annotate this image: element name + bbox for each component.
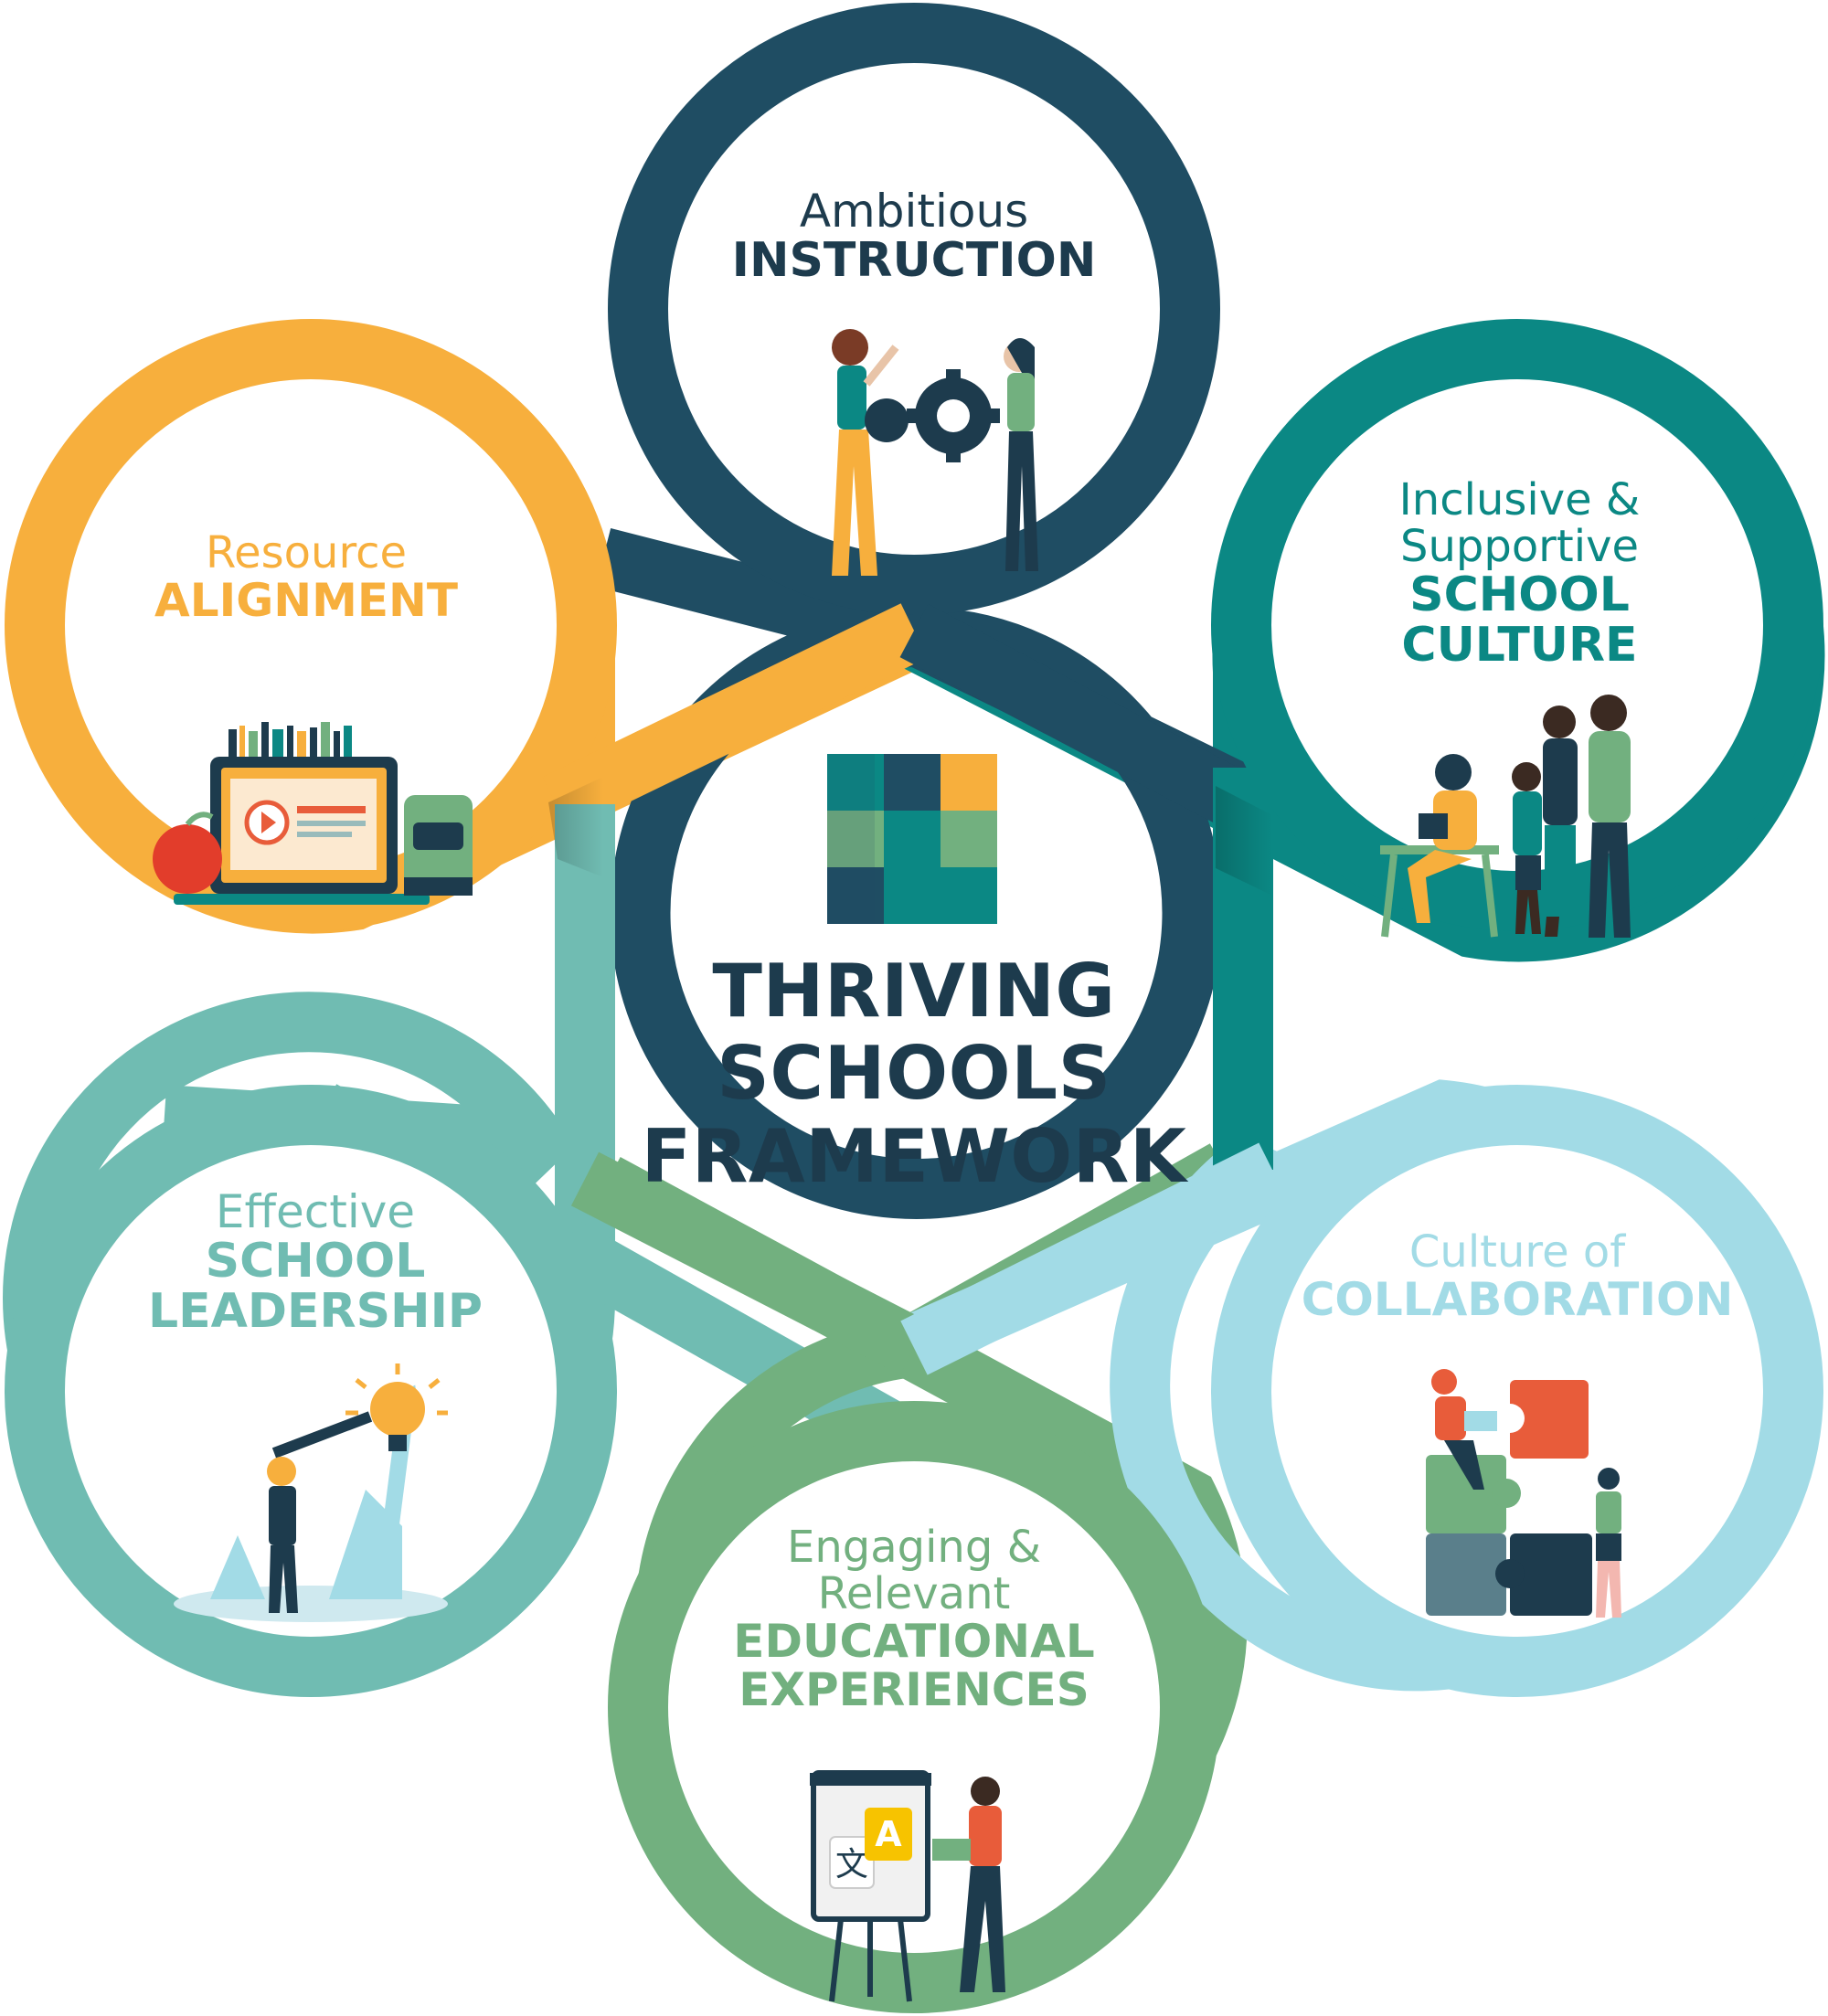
ring-leadership — [5, 1085, 617, 1697]
pillar-label-culture: Inclusive & Supportive SCHOOL CULTURE — [1366, 477, 1673, 671]
ring-experiences — [608, 1401, 1220, 2013]
title-line: THRIVING — [712, 949, 1116, 1034]
pillar-label-light: Resource — [205, 527, 408, 578]
laptop-books-illustration — [153, 722, 473, 905]
pillar-label-instruction: Ambitious INSTRUCTION — [681, 187, 1147, 286]
framework-title: THRIVING SCHOOLS FRAMEWORK — [594, 950, 1234, 1198]
weave-shadow — [548, 777, 603, 877]
pillar-label-light: Engaging & Relevant — [786, 1522, 1041, 1619]
pillar-label-collaboration: Culture of COLLABORATION — [1275, 1229, 1759, 1324]
lightbulb-vision-illustration — [174, 1363, 448, 1622]
ring-instruction — [608, 3, 1220, 615]
pillar-label-bold: INSTRUCTION — [731, 233, 1097, 288]
pillar-label-light: Ambitious — [799, 185, 1029, 238]
pillar-label-experiences: Engaging & Relevant EDUCATIONAL EXPERIEN… — [704, 1524, 1124, 1714]
pillar-label-bold: SCHOOL CULTURE — [1401, 567, 1638, 673]
pillar-label-resource: Resource ALIGNMENT — [110, 530, 503, 625]
pillar-label-light: Culture of — [1408, 1226, 1626, 1278]
pillar-label-bold: COLLABORATION — [1301, 1272, 1734, 1326]
weave-shadow — [1216, 786, 1272, 896]
pillar-label-bold: SCHOOL LEADERSHIP — [147, 1234, 484, 1340]
title-line: SCHOOLS — [717, 1031, 1111, 1117]
pillar-label-light: Inclusive & Supportive — [1398, 474, 1641, 572]
family-school-illustration — [1380, 695, 1631, 938]
translation-board-illustration: 文 A — [810, 1770, 1005, 2002]
puzzle-teamwork-illustration — [1426, 1369, 1621, 1618]
pillar-label-leadership: Effective SCHOOL LEADERSHIP — [137, 1188, 494, 1337]
gear-teamwork-illustration — [832, 329, 1038, 576]
n-logo-icon — [827, 754, 997, 924]
svg-text:文: 文 — [835, 1846, 868, 1883]
pillar-label-bold: ALIGNMENT — [154, 573, 458, 627]
pillar-label-bold: EDUCATIONAL EXPERIENCES — [733, 1614, 1095, 1716]
svg-text:A: A — [875, 1814, 902, 1854]
pillar-label-light: Effective — [215, 1185, 416, 1238]
title-line: FRAMEWORK — [641, 1113, 1187, 1199]
